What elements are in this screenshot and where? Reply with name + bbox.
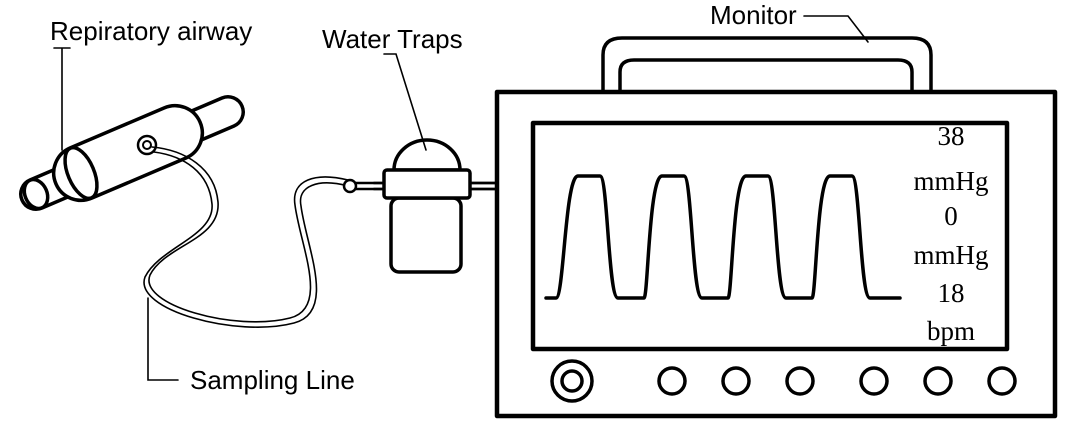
water-traps-label: Water Traps [322, 24, 463, 54]
round-button-4[interactable] [859, 366, 889, 396]
respiratory-airway [19, 95, 245, 211]
monitor-screen [530, 120, 1010, 352]
airway-adapter [51, 103, 205, 203]
line-connector [342, 178, 358, 194]
sampling-port-outer [136, 134, 158, 156]
water-trap-collar [382, 168, 472, 200]
sampling-line-label: Sampling Line [190, 365, 355, 395]
round-button-6[interactable] [987, 366, 1017, 396]
round-button-3[interactable] [785, 366, 815, 396]
label-airway: Repiratory airway [50, 16, 252, 151]
water-trap-dome [392, 138, 462, 172]
round-button-2[interactable] [721, 366, 751, 396]
water-trap-bottle [389, 196, 463, 274]
readout-unit-1: mmHg [913, 166, 988, 196]
sampling-port-inner [142, 140, 152, 150]
label-monitor: Monitor [710, 0, 869, 43]
monitor-label: Monitor [710, 0, 797, 30]
airway-label: Repiratory airway [50, 16, 252, 46]
readout-value-2: 0 [944, 201, 958, 231]
label-sampling-line: Sampling Line [147, 297, 355, 395]
screen-readout: 38 mmHg 0 mmHg 18 bpm [913, 121, 988, 346]
label-water-traps: Water Traps [322, 24, 463, 151]
round-button-5[interactable] [923, 366, 953, 396]
capnogram-waveform [544, 174, 902, 300]
front-panel-controls [550, 359, 1017, 403]
readout-unit-2: mmHg [913, 240, 988, 270]
readout-value-1: 38 [938, 121, 965, 151]
airway-adapter-face [63, 145, 99, 201]
airway-tube-end [22, 177, 50, 211]
monitor-handle [601, 36, 933, 94]
round-button-1[interactable] [657, 366, 687, 396]
readout-value-3: 18 [938, 278, 965, 308]
water-trap [372, 138, 500, 274]
readout-unit-3: bpm [927, 316, 975, 346]
airway-tube [19, 95, 245, 211]
control-dial[interactable] [550, 359, 594, 403]
